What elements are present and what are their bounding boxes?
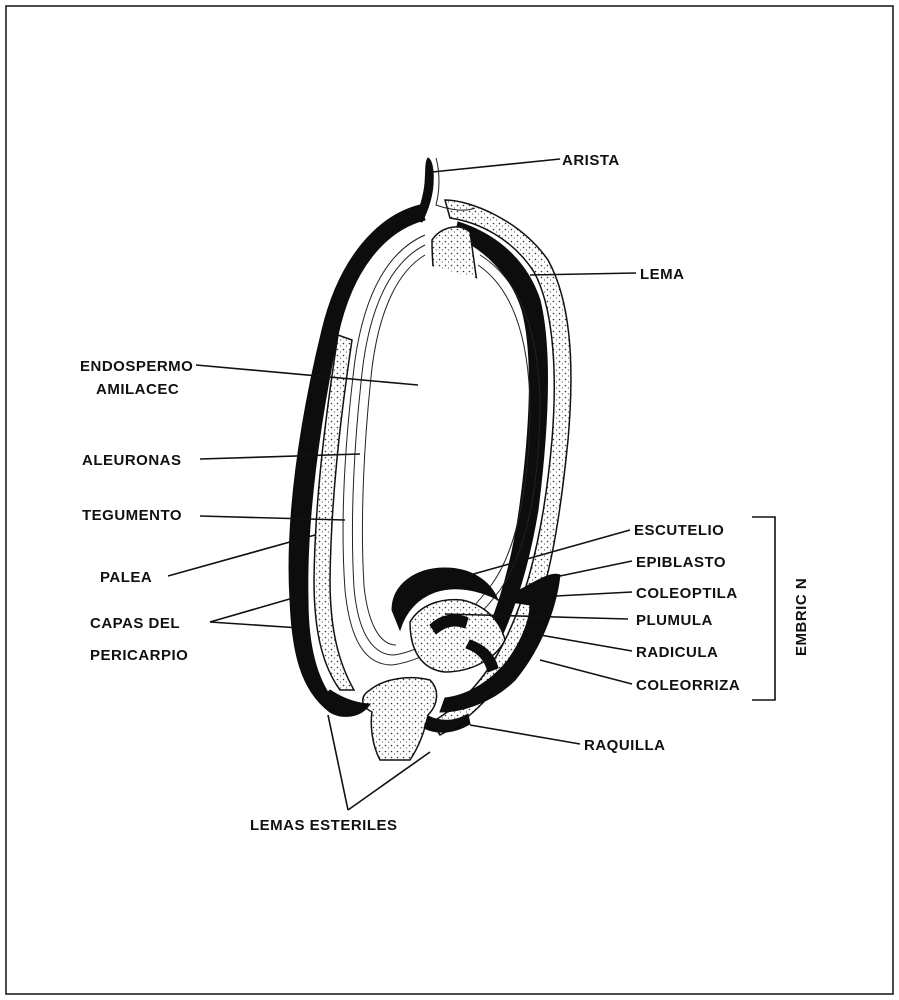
- label-escutelio: ESCUTELIO: [634, 522, 724, 539]
- label-arista: ARISTA: [562, 152, 620, 169]
- label-lema: LEMA: [640, 266, 685, 283]
- label-tegumento: TEGUMENTO: [82, 507, 182, 524]
- label-raquilla: RAQUILLA: [584, 737, 666, 754]
- raquilla[interactable]: [363, 678, 437, 760]
- label-aleuronas: ALEURONAS: [82, 452, 182, 469]
- label-plumula: PLUMULA: [636, 612, 713, 629]
- arista-shape[interactable]: [416, 158, 433, 222]
- label-capas-1: CAPAS DEL: [90, 615, 180, 632]
- grain-illustration: [289, 158, 571, 760]
- label-endospermo-2: AMILACEC: [96, 381, 179, 398]
- label-radicula: RADICULA: [636, 644, 718, 661]
- label-endospermo-1: ENDOSPERMO: [80, 358, 193, 375]
- embrion-bracket: [752, 517, 775, 700]
- label-lemas-esteriles: LEMAS ESTERILES: [250, 817, 398, 834]
- label-coleorriza: COLEORRIZA: [636, 677, 740, 694]
- label-coleoptila: COLEOPTILA: [636, 585, 738, 602]
- label-palea: PALEA: [100, 569, 152, 586]
- label-capas-2: PERICARPIO: [90, 647, 188, 664]
- label-epiblasto: EPIBLASTO: [636, 554, 726, 571]
- label-embrion: EMBRIC N: [793, 578, 810, 656]
- sterile-lemma-left[interactable]: [324, 690, 370, 716]
